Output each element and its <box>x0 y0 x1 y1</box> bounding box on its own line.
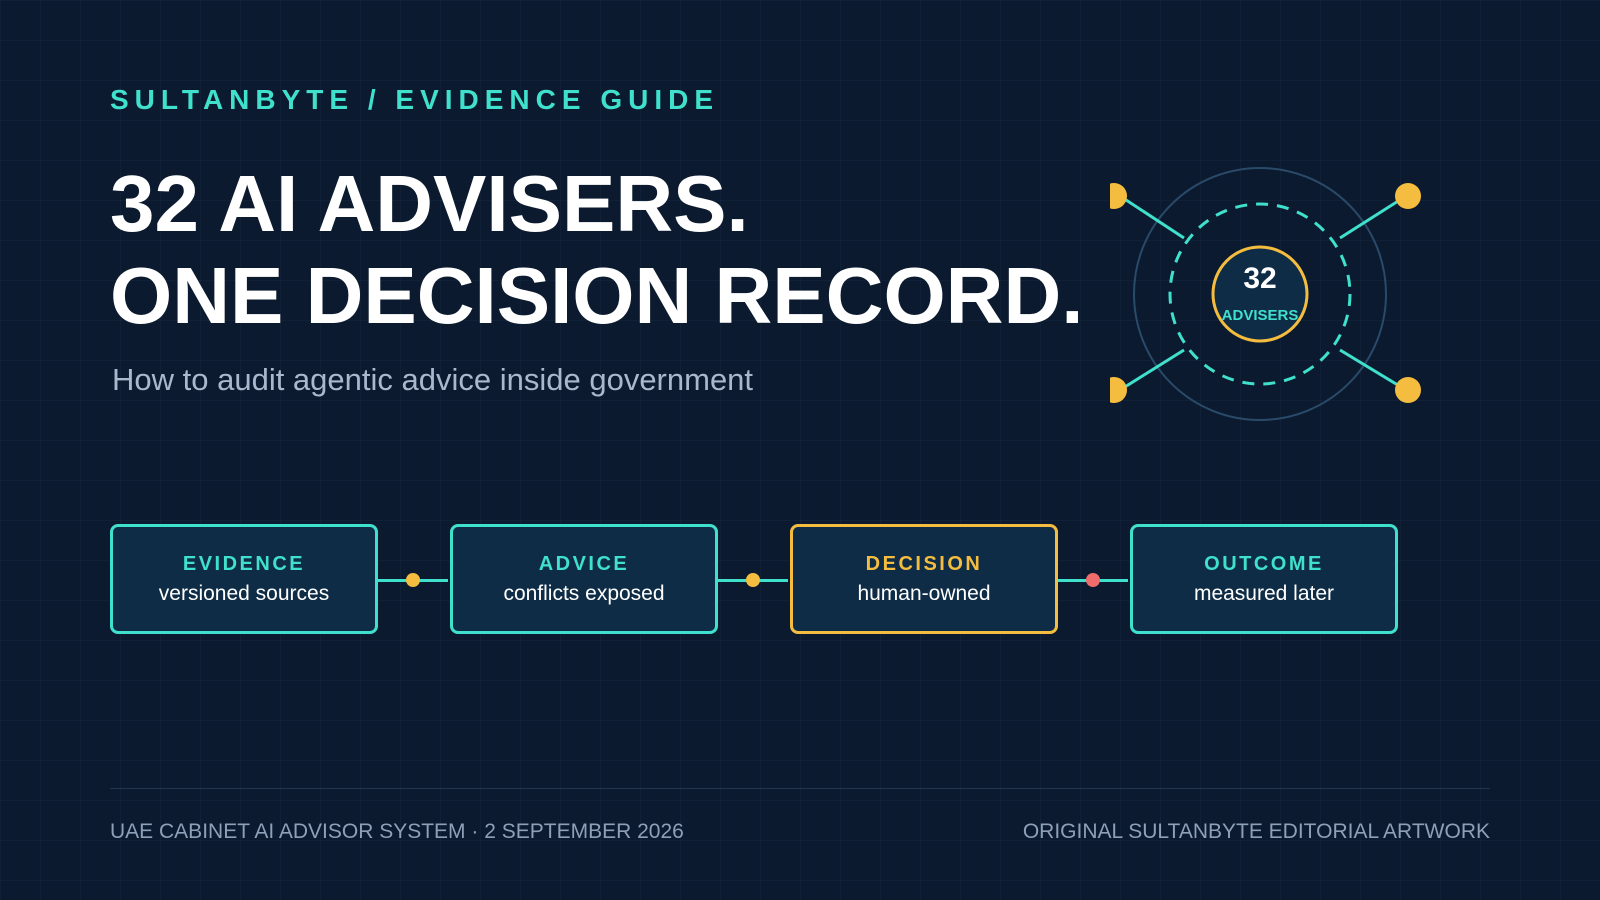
badge-label: ADVISERS <box>1222 307 1299 324</box>
flow-step-advice: ADVICE conflicts exposed <box>450 524 718 634</box>
outer-ring <box>1133 167 1387 421</box>
footer-divider <box>110 788 1490 789</box>
subtitle: How to audit agentic advice inside gover… <box>112 362 754 397</box>
center-badge <box>1211 245 1309 343</box>
flow-step-outcome: OUTCOME measured later <box>1130 524 1398 634</box>
flow-step-subtitle: measured later <box>1193 582 1335 605</box>
footer-right-caption: ORIGINAL SULTANBYTE EDITORIAL ARTWORK <box>1022 820 1490 843</box>
badge-number: 32 <box>1243 262 1276 295</box>
flow-step-evidence: EVIDENCE versioned sources <box>110 524 378 634</box>
spoke-bottom-right <box>1339 348 1407 392</box>
kicker-label: SULTANBYTE / EVIDENCE GUIDE <box>110 84 720 115</box>
headline-line-2: ONE DECISION RECORD. <box>110 251 1084 340</box>
spoke-bottom-left <box>1119 348 1185 392</box>
connector-dot-2 <box>746 573 760 587</box>
flow-step-subtitle: human-owned <box>857 582 991 605</box>
node-bottom-right <box>1395 377 1421 403</box>
flow-step-title: ADVICE <box>538 553 630 575</box>
flow-step-title: DECISION <box>865 553 983 575</box>
node-top-left <box>1110 183 1127 209</box>
node-bottom-left <box>1110 377 1127 403</box>
headline: 32 AI ADVISERS. ONE DECISION RECORD. <box>110 158 1083 342</box>
flow-step-decision: DECISION human-owned <box>790 524 1058 634</box>
connector-dot-3 <box>1086 573 1100 587</box>
advisers-network-graphic: 32 ADVISERS <box>1110 160 1430 430</box>
dashed-ring <box>1168 202 1352 386</box>
connector-dot-1 <box>406 573 420 587</box>
node-top-right <box>1395 183 1421 209</box>
flow-step-subtitle: versioned sources <box>158 582 330 605</box>
headline-line-1: 32 AI ADVISERS. <box>110 159 749 248</box>
spoke-top-left <box>1119 194 1185 240</box>
spoke-top-right <box>1339 194 1407 240</box>
footer-left-caption: UAE CABINET AI ADVISOR SYSTEM · 2 SEPTEM… <box>110 820 684 843</box>
flow-step-title: OUTCOME <box>1204 553 1324 575</box>
flow-step-title: EVIDENCE <box>182 553 306 575</box>
flow-step-subtitle: conflicts exposed <box>503 582 665 605</box>
